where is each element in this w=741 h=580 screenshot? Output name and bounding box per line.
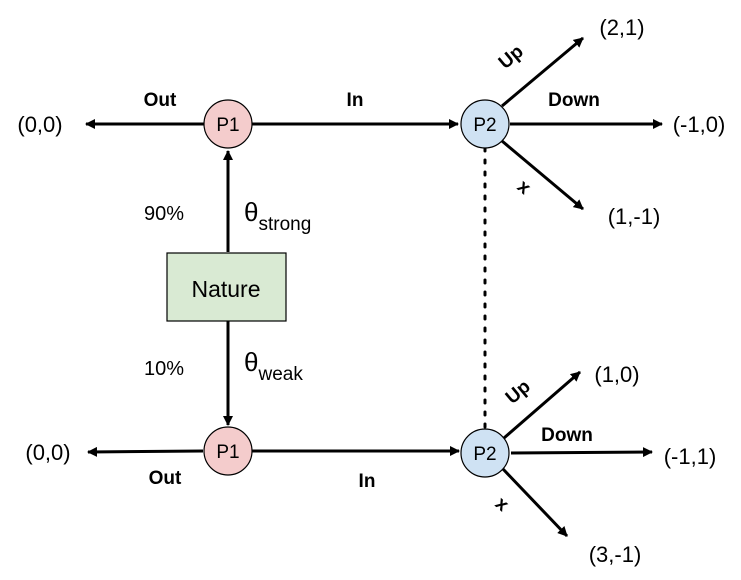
top-down-payoff: (-1,0) [673, 112, 726, 137]
bottom-x-label: x [491, 493, 513, 516]
bottom-out-label: Out [149, 468, 182, 489]
bottom-up-payoff: (1,0) [594, 362, 639, 387]
bottom-down-edge [510, 447, 653, 458]
top-up-label: Up [495, 41, 528, 73]
bottom-down-payoff: (-1,1) [664, 444, 717, 469]
top-out-label: Out [144, 90, 177, 111]
theta-weak-subscript: weak [257, 364, 303, 385]
top-x-label: x [513, 176, 535, 199]
theta-strong-symbol: θ [244, 197, 258, 227]
top-out-payoff: (0,0) [17, 112, 62, 137]
top-p1-node [203, 99, 253, 149]
bottom-x-edge [501, 467, 569, 538]
top-up-payoff: (2,1) [599, 15, 644, 40]
top-down-label: Down [548, 90, 600, 111]
top-p2-node [460, 99, 510, 149]
nature-label: Nature [191, 276, 260, 302]
prob-weak-label: 10% [144, 358, 184, 380]
top-x-edge [501, 139, 584, 211]
bottom-x-payoff: (3,-1) [589, 542, 642, 567]
top-in-label: In [347, 90, 364, 111]
bottom-down-label: Down [541, 425, 593, 446]
theta-weak-label: θweak [244, 347, 303, 385]
bottom-out-payoff: (0,0) [25, 440, 70, 465]
bottom-up-edge [503, 370, 581, 440]
bottom-out-edge [87, 446, 204, 457]
bottom-in-label: In [359, 471, 376, 492]
top-x-payoff: (1,-1) [608, 204, 661, 229]
top-p1-label: P1 [216, 115, 239, 136]
bottom-p1-node [203, 426, 253, 476]
theta-strong-label: θstrong [244, 197, 311, 235]
theta-strong-subscript: strong [258, 214, 311, 235]
theta-weak-symbol: θ [244, 347, 258, 377]
top-p2-label: P2 [473, 115, 496, 136]
bottom-p1-label: P1 [216, 442, 239, 463]
nature-node [166, 252, 287, 322]
prob-strong-label: 90% [144, 203, 184, 225]
bottom-p2-node [460, 428, 510, 478]
bottom-up-label: Up [502, 376, 535, 408]
bottom-p2-label: P2 [473, 444, 496, 465]
top-up-edge [501, 36, 584, 108]
